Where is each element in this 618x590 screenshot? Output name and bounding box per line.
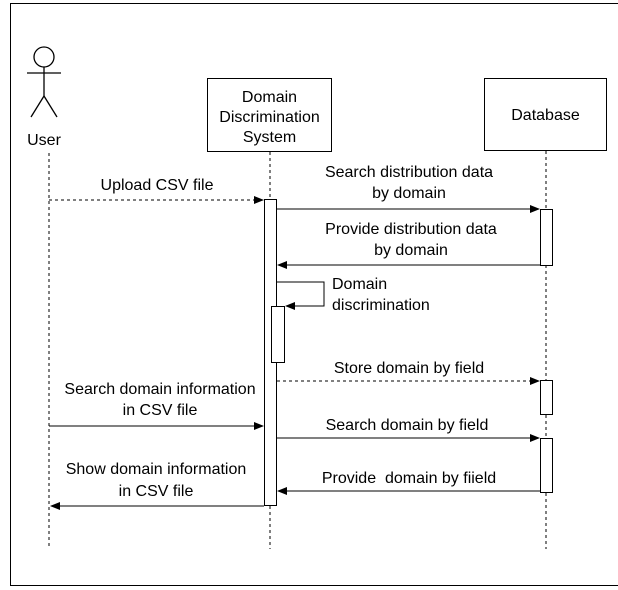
user-label: User bbox=[27, 132, 61, 149]
database-activation-1 bbox=[540, 209, 553, 266]
message-label-search-distribution-line2: by domain bbox=[372, 185, 446, 202]
user-actor-right-leg bbox=[43, 95, 58, 118]
message-label-search-distribution-line1: Search distribution data bbox=[325, 164, 493, 181]
database-activation-2 bbox=[540, 380, 553, 415]
message-label-provide-domain-field: Provide domain by fiield bbox=[322, 470, 496, 487]
message-label-search-domain-field: Search domain by field bbox=[326, 417, 489, 434]
message-label-show-domain-info-line2: in CSV file bbox=[119, 483, 194, 500]
message-label-search-domain-info-line1: Search domain information bbox=[64, 381, 255, 398]
message-arrow-domain-discrimination bbox=[277, 281, 325, 310]
system-box bbox=[207, 78, 332, 152]
system-participant: Domain Discrimination System bbox=[207, 78, 332, 152]
system-activation-nested bbox=[271, 306, 285, 363]
message-label-store-domain: Store domain by field bbox=[334, 360, 484, 377]
system-label-line2: Discrimination bbox=[219, 109, 319, 126]
system-label-line1: Domain bbox=[242, 89, 297, 106]
message-label-upload-csv: Upload CSV file bbox=[101, 177, 214, 194]
user-actor-head bbox=[33, 46, 55, 68]
message-label-domain-discrimination-line1: Domain bbox=[332, 276, 387, 293]
database-box bbox=[484, 78, 607, 151]
system-label-line3: System bbox=[243, 129, 296, 146]
message-label-search-domain-info-line2: in CSV file bbox=[123, 402, 198, 419]
user-actor-left-leg bbox=[30, 95, 45, 118]
user-actor: User bbox=[27, 46, 62, 149]
message-label-provide-distribution-line1: Provide distribution data bbox=[325, 221, 497, 238]
message-label-provide-distribution-line2: by domain bbox=[374, 242, 448, 259]
diagram-border bbox=[10, 3, 618, 586]
message-label-show-domain-info-line1: Show domain information bbox=[66, 461, 247, 478]
database-label: Database bbox=[511, 107, 580, 124]
message-label-domain-discrimination-line2: discrimination bbox=[332, 297, 430, 314]
database-activation-3 bbox=[540, 438, 553, 493]
database-participant: Database bbox=[484, 78, 607, 151]
